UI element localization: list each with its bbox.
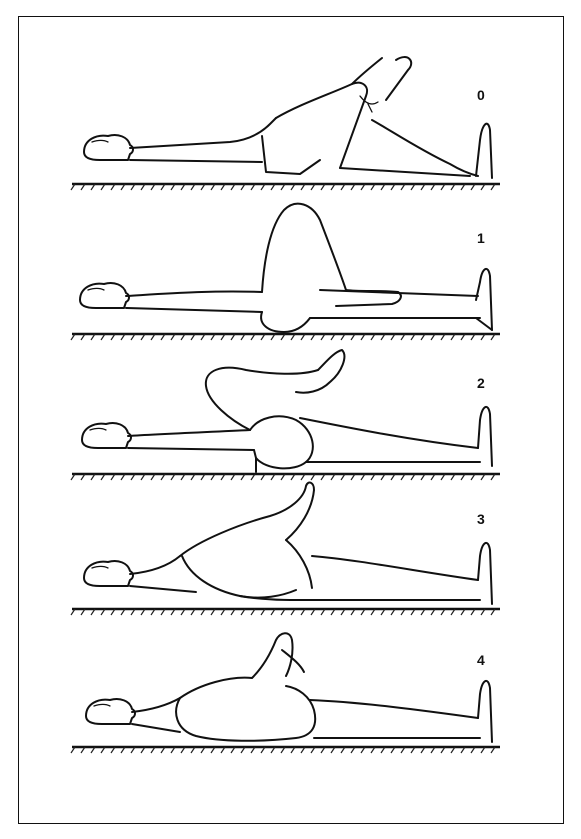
ground-line: [71, 747, 500, 753]
ground-line: [71, 474, 500, 480]
ground-line: [71, 184, 500, 190]
ground-line: [71, 609, 500, 615]
reclining-figure: [84, 57, 492, 178]
stage-label: 2: [477, 375, 485, 391]
stage-1: 1: [71, 204, 500, 340]
reclining-figure: [82, 350, 492, 472]
stage-4: 4: [71, 633, 500, 753]
stage-label: 4: [477, 652, 485, 668]
reclining-figure: [84, 483, 492, 604]
stage-label: 3: [477, 511, 485, 527]
stage-label: 1: [477, 230, 485, 246]
reclining-figure: [80, 204, 492, 332]
ground-line: [71, 334, 500, 340]
reclining-figure: [86, 633, 492, 742]
stage-2: 2: [71, 350, 500, 480]
stage-label: 0: [477, 87, 485, 103]
stage-0: 0: [71, 57, 500, 190]
stage-3: 3: [71, 483, 500, 615]
